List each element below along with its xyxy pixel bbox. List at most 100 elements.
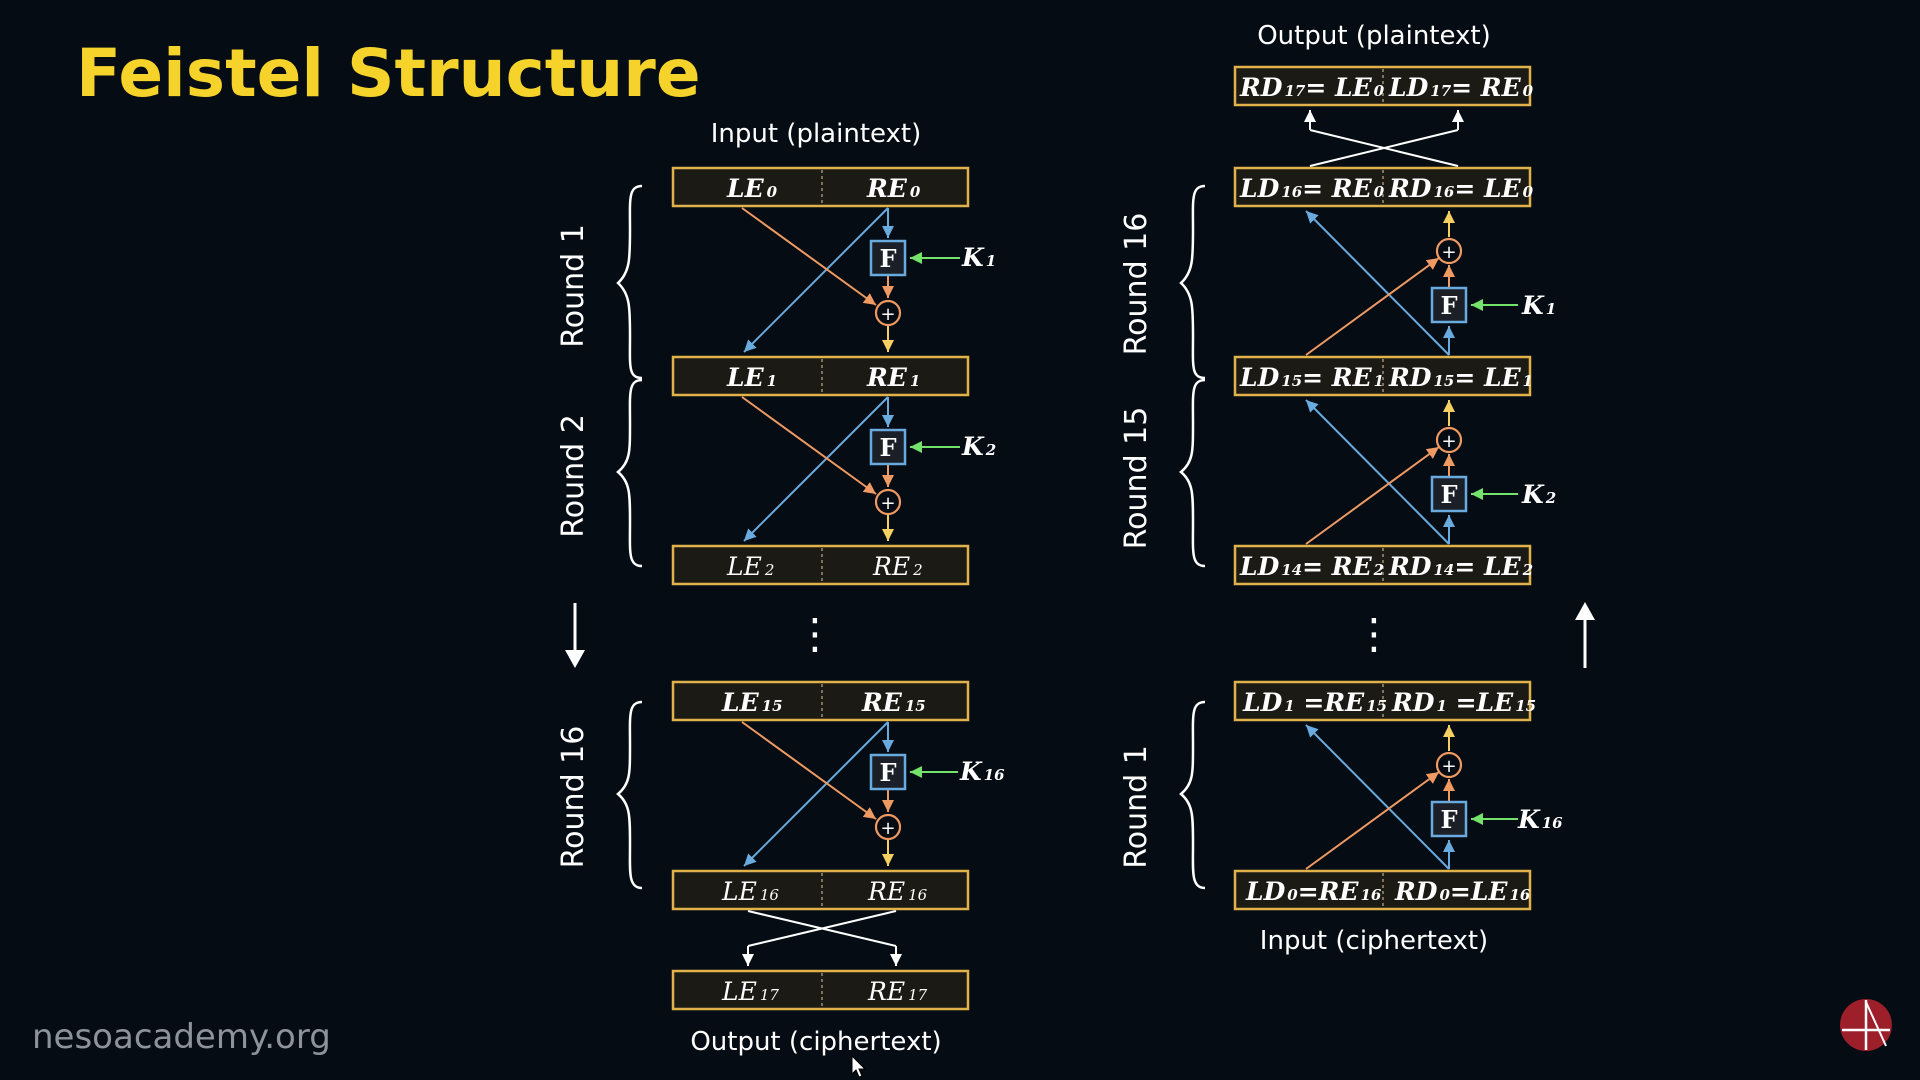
enc-f-box-1: F: [869, 239, 907, 277]
dec-final-swap: [1304, 110, 1464, 167]
page-title: Feistel Structure: [76, 35, 701, 112]
dec-f-box-1: F: [1430, 800, 1468, 838]
svg-text:+: +: [880, 818, 895, 839]
watermark: nesoacademy.org: [32, 1017, 331, 1057]
svg-text:RE2: RE2: [872, 552, 923, 581]
dec-input-label: Input (ciphertext): [1260, 926, 1488, 956]
dec-f-box-16: F: [1430, 286, 1468, 324]
enc-xor-1: +: [874, 299, 902, 327]
enc-f-box-2: F: [869, 428, 907, 466]
dec-f-box-15: F: [1430, 475, 1468, 513]
dec-xor-1: +: [1435, 751, 1463, 779]
enc-output-label: Output (ciphertext): [690, 1027, 941, 1057]
svg-text:+: +: [1441, 756, 1456, 777]
enc-final-swap: [742, 910, 902, 966]
svg-text:F: F: [879, 758, 896, 787]
svg-text:F: F: [1440, 480, 1457, 509]
svg-text:+: +: [880, 493, 895, 514]
dec-round-label-1: Round 1: [1119, 745, 1154, 869]
svg-text:+: +: [1441, 242, 1456, 263]
svg-text:F: F: [1440, 291, 1457, 320]
enc-round-label-16: Round 16: [556, 726, 591, 869]
dec-xor-16: +: [1435, 237, 1463, 265]
enc-round-16-flow: [741, 721, 958, 867]
dec-round-1-flow: [1305, 724, 1518, 870]
svg-text:F: F: [879, 244, 896, 273]
dec-round-label-15: Round 15: [1119, 407, 1154, 550]
dec-round-label-16: Round 16: [1119, 213, 1154, 356]
enc-xor-2: +: [874, 488, 902, 516]
svg-text:+: +: [880, 304, 895, 325]
neso-academy-logo-icon: [1840, 999, 1892, 1051]
svg-text:RE1: RE1: [866, 363, 920, 392]
svg-text:F: F: [879, 433, 896, 462]
enc-f-box-16: F: [869, 753, 907, 791]
enc-ellipsis: ⋮: [794, 609, 836, 658]
mouse-cursor-icon: [851, 1054, 867, 1078]
svg-text:LE2: LE2: [726, 552, 774, 581]
enc-brace-round-1: [616, 184, 643, 380]
dec-brace-round-15: [1179, 378, 1206, 568]
enc-round-1-flow: [741, 207, 960, 353]
dec-round-16-flow: [1305, 210, 1518, 356]
enc-round-label-1: Round 1: [556, 224, 591, 348]
svg-text:RE0: RE0: [866, 174, 921, 203]
svg-text:LE1: LE1: [726, 363, 777, 392]
enc-round-label-2: Round 2: [556, 414, 591, 538]
svg-text:F: F: [1440, 805, 1457, 834]
dec-ellipsis: ⋮: [1353, 609, 1395, 658]
dec-output-label: Output (plaintext): [1257, 21, 1491, 51]
enc-input-label: Input (plaintext): [711, 119, 922, 149]
dec-up-arrow-icon: [1575, 602, 1595, 620]
dec-brace-round-1: [1179, 700, 1206, 890]
enc-brace-round-2: [616, 378, 643, 568]
enc-xor-16: +: [874, 813, 902, 841]
svg-text:LE0: LE0: [726, 174, 778, 203]
dec-brace-round-16: [1179, 184, 1206, 380]
enc-round-2-flow: [741, 396, 960, 542]
dec-round-15-flow: [1305, 399, 1518, 545]
enc-down-arrow-icon: [565, 650, 585, 668]
dec-xor-15: +: [1435, 426, 1463, 454]
svg-text:+: +: [1441, 431, 1456, 452]
enc-brace-round-16: [616, 700, 643, 890]
